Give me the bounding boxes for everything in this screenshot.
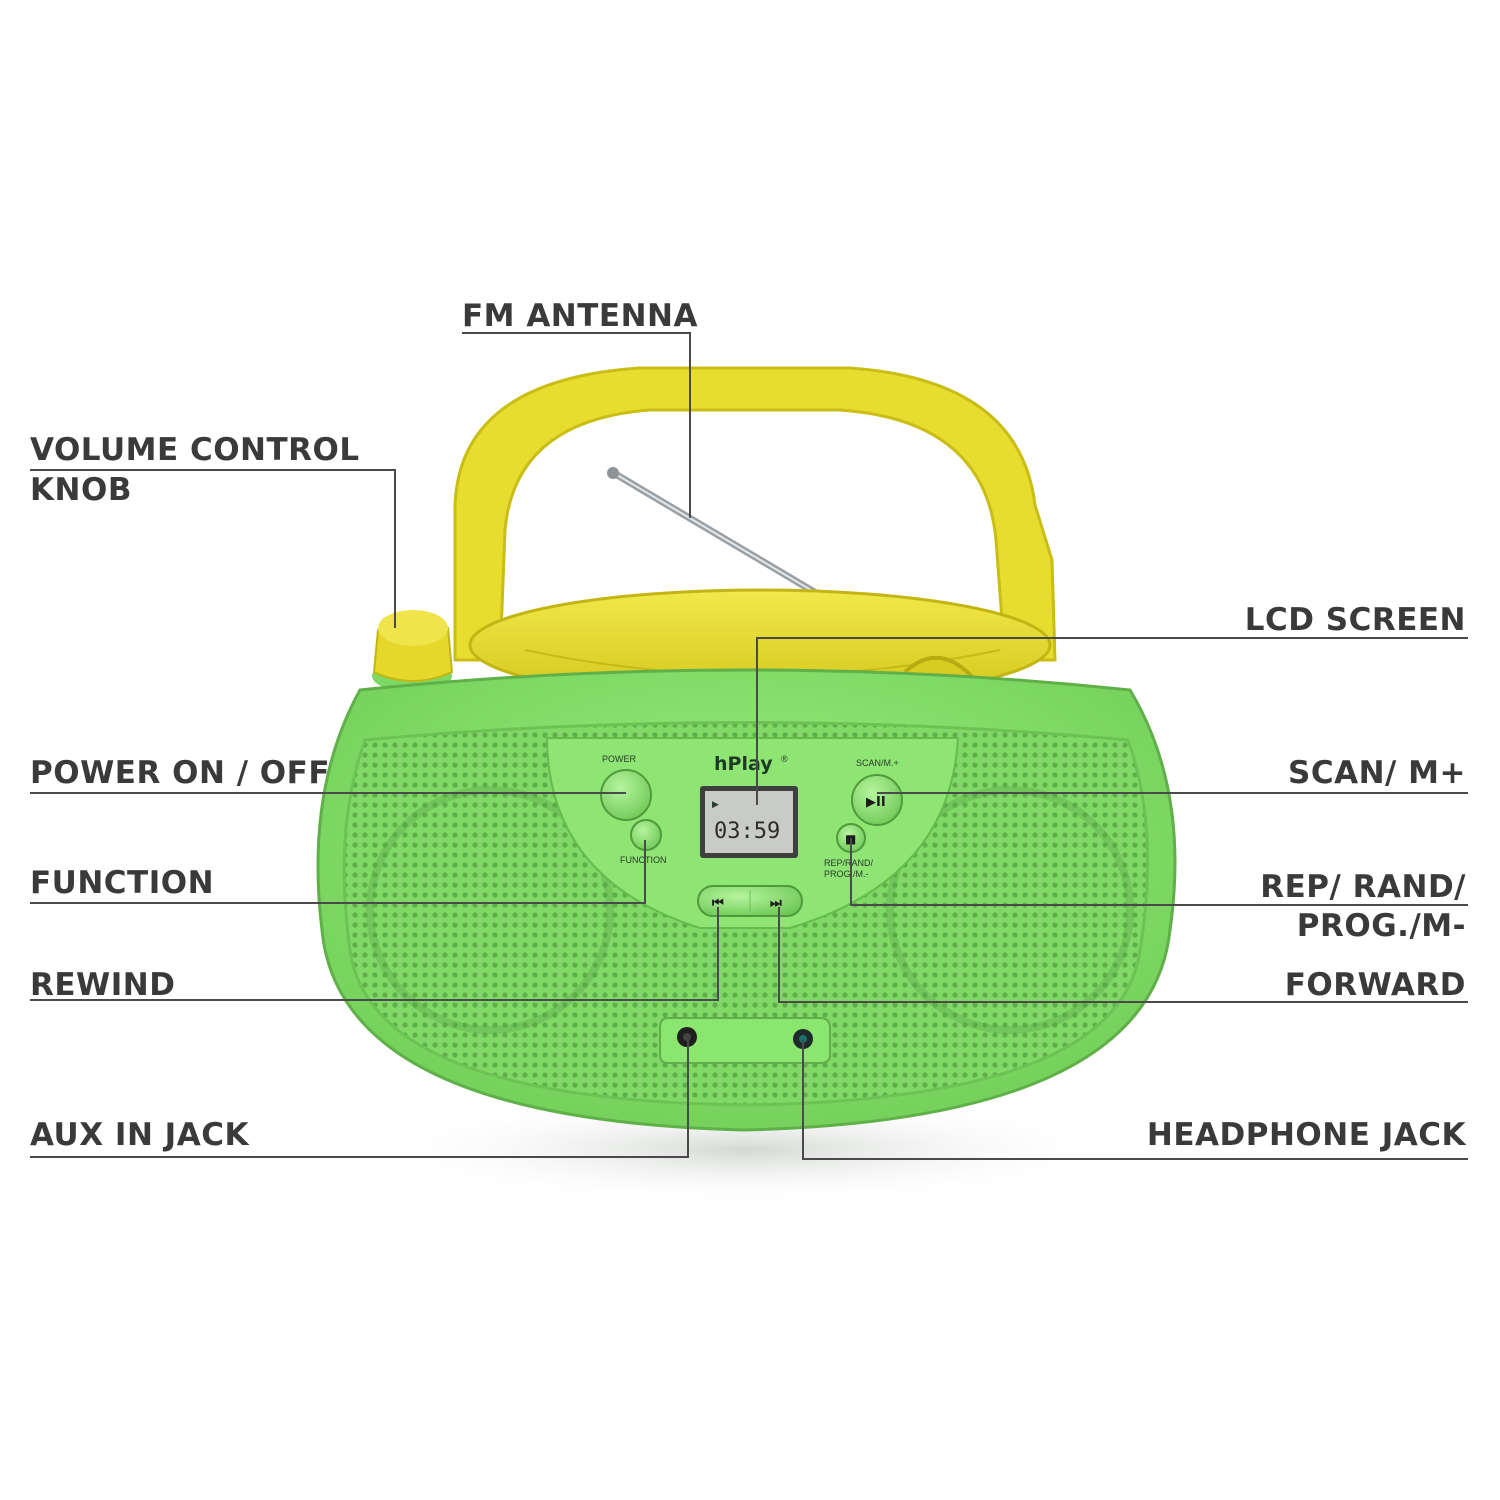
label-aux: AUX IN JACK bbox=[30, 1117, 249, 1153]
lcd-screen: ▶ 03:59 bbox=[700, 786, 798, 858]
brand-logo: hPlay bbox=[714, 753, 773, 775]
left-speaker bbox=[366, 786, 614, 1034]
label-rewind: REWIND bbox=[30, 967, 175, 1003]
headphone-jack[interactable] bbox=[793, 1029, 813, 1049]
right-speaker bbox=[886, 786, 1134, 1034]
play-pause-icon: ▶II bbox=[866, 795, 886, 810]
power-button[interactable] bbox=[600, 769, 652, 821]
skip-buttons bbox=[697, 885, 803, 917]
jack-panel bbox=[659, 1017, 831, 1064]
ground-shadow bbox=[355, 1095, 1135, 1205]
lcd-time: 03:59 bbox=[714, 819, 780, 844]
leader-rewind bbox=[30, 907, 719, 1001]
leader-fm-antenna bbox=[462, 332, 691, 518]
fm-antenna bbox=[607, 467, 852, 616]
leader-lcd bbox=[756, 637, 1468, 805]
leader-rep bbox=[850, 838, 1468, 906]
carry-handle bbox=[453, 366, 1057, 662]
play-pause-button[interactable]: ▶II bbox=[851, 774, 903, 826]
leader-headphone bbox=[802, 1040, 1468, 1160]
label-power: POWER ON / OFF bbox=[30, 755, 330, 791]
label-rep-line1: REP/ RAND/ bbox=[1260, 869, 1466, 905]
scan-label: SCAN/M.+ bbox=[856, 758, 899, 768]
label-fm-antenna: FM ANTENNA bbox=[462, 298, 698, 334]
leader-volume bbox=[30, 469, 396, 628]
aux-in-jack[interactable] bbox=[677, 1027, 697, 1047]
lcd-play-indicator: ▶ bbox=[712, 799, 719, 809]
power-label: POWER bbox=[602, 754, 637, 764]
function-label: FUNCTION bbox=[620, 855, 667, 865]
label-volume-line1: VOLUME CONTROL bbox=[30, 432, 360, 468]
label-headphone: HEADPHONE JACK bbox=[1147, 1117, 1467, 1153]
brand-registered-mark: ® bbox=[781, 754, 788, 764]
label-volume-line2: KNOB bbox=[30, 472, 132, 508]
forward-button[interactable]: ⏭ bbox=[770, 896, 782, 911]
label-function: FUNCTION bbox=[30, 865, 214, 901]
rep-label-line2: PROG./M.- bbox=[824, 869, 869, 879]
rep-label-line1: REP/RAND/ bbox=[824, 858, 874, 868]
leader-lines bbox=[30, 332, 1468, 1160]
lid-latch[interactable] bbox=[903, 655, 977, 682]
volume-knob[interactable] bbox=[372, 610, 454, 692]
leader-aux bbox=[30, 1040, 689, 1158]
label-forward: FORWARD bbox=[1285, 967, 1466, 1003]
leader-function bbox=[30, 840, 646, 904]
label-scan: SCAN/ M+ bbox=[1288, 755, 1466, 791]
label-lcd-screen: LCD SCREEN bbox=[1245, 602, 1466, 638]
rewind-button[interactable]: ⏮ bbox=[712, 896, 724, 911]
leader-forward bbox=[778, 907, 1468, 1003]
label-rep-line2: PROG./M- bbox=[1297, 908, 1466, 944]
